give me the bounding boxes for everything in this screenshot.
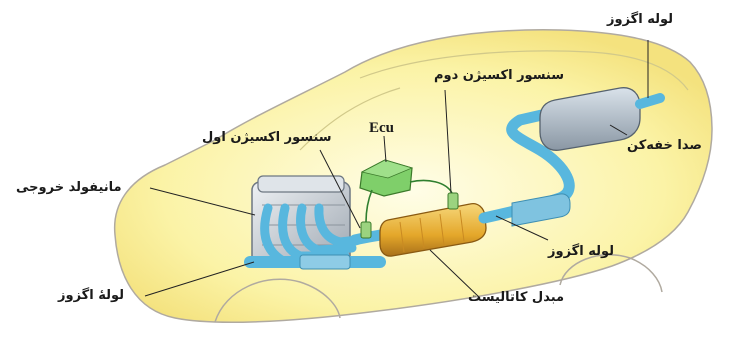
- tailpipe: [640, 98, 660, 104]
- label-ecu: Ecu: [369, 120, 394, 136]
- label-exhaust-pipe-front: لولهٔ اگزوز: [58, 288, 124, 304]
- oxygen-sensor-2: [448, 193, 458, 209]
- label-muffler: صدا خفه‌کن: [627, 138, 702, 154]
- label-oxygen-sensor-first: سنسور اکسیژن اول: [202, 130, 332, 146]
- label-exhaust-pipe-mid: لوله اگزوز: [548, 244, 614, 260]
- label-catalytic-converter: مبدل کاتالیست: [468, 290, 564, 306]
- car-body-silhouette: [115, 30, 712, 322]
- label-tailpipe: لوله اگزوز: [607, 12, 673, 28]
- label-exhaust-manifold: مانیفولد خروجی: [16, 180, 122, 196]
- label-oxygen-sensor-second: سنسور اکسیژن دوم: [434, 68, 564, 84]
- oxygen-sensor-1: [361, 222, 371, 238]
- flex-joint: [300, 255, 350, 269]
